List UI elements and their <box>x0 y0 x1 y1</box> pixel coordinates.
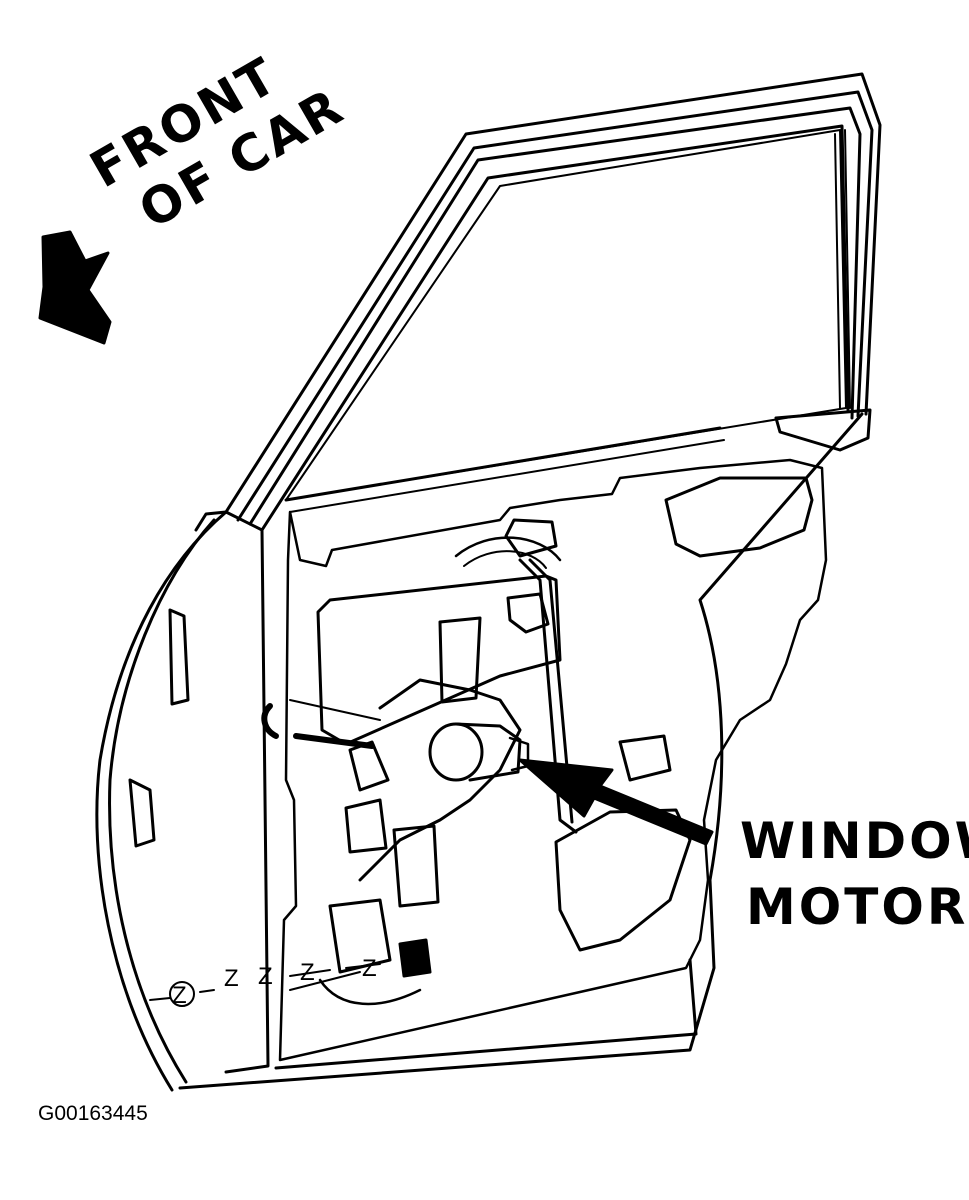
z-mark: Z <box>300 959 315 986</box>
window-regulator <box>261 518 672 1006</box>
z-mark: Z <box>362 955 377 982</box>
window-opening <box>285 129 847 501</box>
z-mark: Z <box>172 982 187 1009</box>
connector-z-labels: Z Z Z Z Z <box>172 955 377 1009</box>
z-mark: Z <box>258 963 273 990</box>
callout-line1: WINDOW <box>740 812 969 870</box>
callout-arrow <box>518 758 714 846</box>
front-direction-arrow <box>38 230 112 345</box>
z-mark: Z <box>224 965 239 992</box>
figure-id: G00163445 <box>38 1102 148 1125</box>
door-outer-shell <box>95 412 864 1092</box>
door-frame <box>224 72 882 532</box>
callout-line2: MOTOR <box>746 878 969 936</box>
window-motor-label: WINDOW MOTOR <box>740 808 969 940</box>
connector-wiring-marks <box>149 963 381 1007</box>
window-motor <box>428 722 530 782</box>
